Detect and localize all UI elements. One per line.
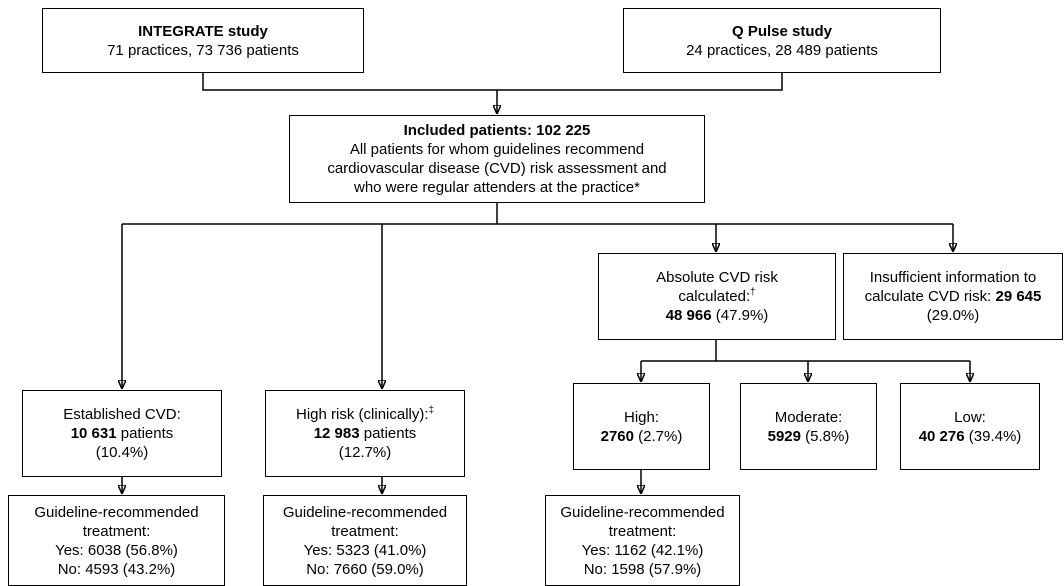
absolute-risk-footnote-mark: † <box>750 287 756 298</box>
high-risk-clinical-value: 12 983 <box>313 425 360 442</box>
risk-high-value: 2760 <box>600 427 634 445</box>
risk-low-label: Low: <box>954 408 986 426</box>
treatment-high-risk-no: No: 7660 (59.0%) <box>306 560 424 578</box>
risk-moderate-box: Moderate: 5929 (5.8%) <box>740 383 877 470</box>
high-risk-clinical-line1-text: High risk (clinically): <box>296 406 429 423</box>
treatment-risk-high-line2: treatment: <box>608 522 677 540</box>
insufficient-info-pct: (29.0%) <box>926 307 980 324</box>
absolute-risk-box: Absolute CVD risk calculated:† 48 966 (4… <box>598 253 836 340</box>
risk-moderate-value-line: 5929 (5.8%) <box>768 427 850 446</box>
established-cvd-pct: (10.4%) <box>95 444 149 461</box>
qpulse-study-details: 24 practices, 28 489 patients <box>686 41 878 59</box>
treatment-risk-high-yes: Yes: 1162 (42.1%) <box>581 541 704 559</box>
absolute-risk-value-line: 48 966 (47.9%) <box>666 306 769 325</box>
risk-high-pct: (2.7%) <box>634 427 683 445</box>
insufficient-info-line1: Insufficient information to <box>869 269 1037 286</box>
risk-low-box: Low: 40 276 (39.4%) <box>900 383 1040 470</box>
established-cvd-value-line: 10 631 patients <box>71 424 174 443</box>
included-patients-box: Included patients: 102 225 All patients … <box>289 115 705 203</box>
high-risk-clinical-footnote-mark: ‡ <box>428 405 434 416</box>
treatment-risk-high-line1: Guideline-recommended <box>560 503 725 521</box>
risk-high-box: High: 2760 (2.7%) <box>573 383 710 470</box>
treatment-established-box: Guideline-recommended treatment: Yes: 60… <box>8 495 225 586</box>
integrate-study-details: 71 practices, 73 736 patients <box>107 41 299 59</box>
risk-low-value: 40 276 <box>918 427 965 445</box>
high-risk-clinical-box: High risk (clinically):‡ 12 983 patients… <box>265 390 465 477</box>
treatment-high-risk-yes: Yes: 5323 (41.0%) <box>303 541 427 559</box>
established-cvd-line1: Established CVD: <box>63 406 181 423</box>
risk-high-label: High: <box>623 408 660 426</box>
risk-low-value-line: 40 276 (39.4%) <box>919 427 1022 446</box>
high-risk-clinical-line1: High risk (clinically):‡ <box>296 405 434 424</box>
connector-top-merge <box>202 73 783 91</box>
included-patients-desc1: All patients for whom guidelines recomme… <box>349 141 645 158</box>
risk-moderate-pct: (5.8%) <box>801 427 850 445</box>
integrate-study-title: INTEGRATE study <box>138 22 268 40</box>
absolute-risk-pct: (47.9%) <box>711 307 769 324</box>
treatment-risk-high-box: Guideline-recommended treatment: Yes: 11… <box>545 495 740 586</box>
treatment-established-line2: treatment: <box>82 522 151 540</box>
absolute-risk-value: 48 966 <box>665 307 712 324</box>
treatment-risk-high-no: No: 1598 (57.9%) <box>583 560 702 578</box>
insufficient-info-value: 29 645 <box>995 288 1042 305</box>
treatment-high-risk-box: Guideline-recommended treatment: Yes: 53… <box>263 495 467 586</box>
treatment-high-risk-line1: Guideline-recommended <box>282 503 448 521</box>
risk-moderate-value: 5929 <box>767 427 801 445</box>
high-risk-clinical-pct: (12.7%) <box>338 444 392 461</box>
insufficient-info-line2: calculate CVD risk: 29 645 <box>865 287 1042 306</box>
treatment-high-risk-line2: treatment: <box>331 522 399 540</box>
insufficient-info-box: Insufficient information to calculate CV… <box>843 253 1063 340</box>
qpulse-study-box: Q Pulse study 24 practices, 28 489 patie… <box>623 8 941 73</box>
risk-low-pct: (39.4%) <box>964 427 1022 445</box>
included-patients-desc2: cardiovascular disease (CVD) risk assess… <box>327 160 667 177</box>
established-cvd-box: Established CVD: 10 631 patients (10.4%) <box>22 390 222 477</box>
treatment-established-line1: Guideline-recommended <box>34 503 199 521</box>
absolute-risk-line2-text: calculated: <box>678 288 751 305</box>
insufficient-info-line2-prefix: calculate CVD risk: <box>864 288 996 305</box>
treatment-established-no: No: 4593 (43.2%) <box>57 560 176 578</box>
established-cvd-value-suffix: patients <box>116 425 174 442</box>
included-patients-desc3: who were regular attenders at the practi… <box>354 179 640 196</box>
absolute-risk-line1: Absolute CVD risk <box>656 269 778 286</box>
risk-high-value-line: 2760 (2.7%) <box>601 427 683 446</box>
treatment-established-yes: Yes: 6038 (56.8%) <box>55 541 178 559</box>
high-risk-clinical-value-line: 12 983 patients <box>314 424 417 443</box>
integrate-study-box: INTEGRATE study 71 practices, 73 736 pat… <box>42 8 364 73</box>
qpulse-study-title: Q Pulse study <box>731 22 833 40</box>
risk-moderate-label: Moderate: <box>774 408 843 426</box>
established-cvd-value: 10 631 <box>70 425 117 442</box>
included-patients-title: Included patients: 102 225 <box>403 122 591 139</box>
absolute-risk-line2: calculated:† <box>678 287 755 306</box>
high-risk-clinical-value-suffix: patients <box>359 425 417 442</box>
